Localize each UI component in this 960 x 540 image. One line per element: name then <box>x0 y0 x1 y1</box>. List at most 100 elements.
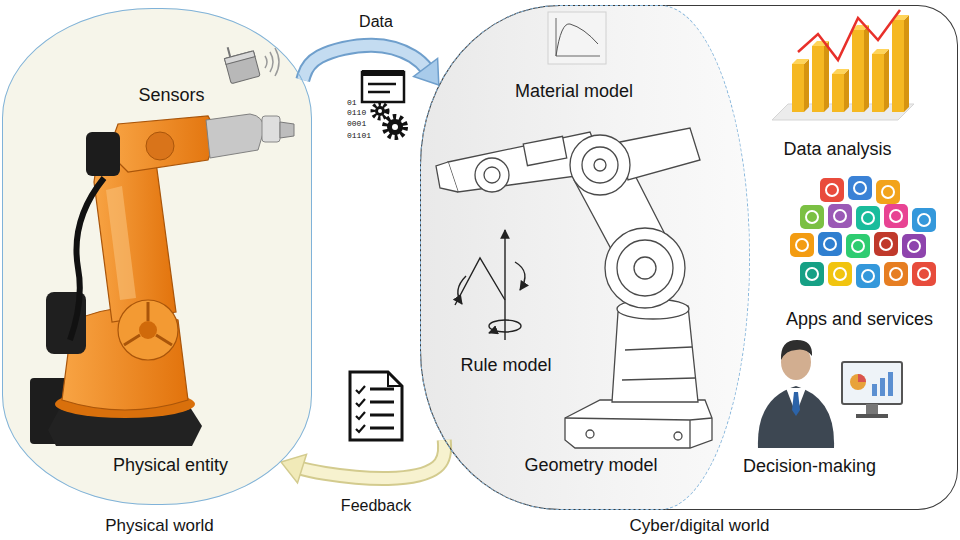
rule-model-symbol-part <box>455 258 505 305</box>
app-icons-part-part <box>826 184 838 196</box>
data-analysis-chart <box>772 10 914 120</box>
app-icons-part-part <box>834 210 846 222</box>
app-icons-part-part <box>918 268 930 280</box>
app-icons-part <box>846 234 870 258</box>
material-model-chart-part <box>548 12 606 64</box>
feedback-checklist-icon <box>350 372 402 440</box>
decision-maker-figure-part <box>888 372 893 396</box>
data-transfer-icon-part <box>392 124 398 130</box>
app-icons-part-part <box>862 270 874 282</box>
industrial-robot-part <box>206 114 264 158</box>
binary-code-text: 0110 <box>347 109 366 117</box>
flow-label: Feedback <box>341 496 411 515</box>
region-heading: Cyber/digital world <box>630 516 770 536</box>
app-icons-part-part <box>918 214 930 226</box>
rule-model-symbol-part <box>489 331 494 333</box>
data-analysis-chart-part <box>884 49 889 112</box>
data-analysis-chart-part <box>832 74 844 112</box>
data-analysis-chart-part <box>798 10 900 60</box>
robot-geometry-model-part <box>565 418 712 448</box>
service-label: Apps and services <box>786 309 933 331</box>
sensor-icon-part <box>222 41 260 84</box>
model-label: Material model <box>515 81 633 103</box>
service-label: Data analysis <box>783 139 891 161</box>
data-analysis-chart-part <box>792 64 804 112</box>
robot-geometry-model-part <box>622 347 695 380</box>
robot-geometry-model-part <box>570 135 630 195</box>
decision-maker-figure-part <box>856 414 888 418</box>
robot-geometry-model-part <box>484 167 500 183</box>
industrial-robot-part <box>139 321 157 339</box>
feedback-checklist-icon-part <box>388 372 402 386</box>
industrial-robot <box>30 114 294 446</box>
app-icons-part <box>874 232 898 256</box>
robot-geometry-model-part <box>634 257 656 279</box>
digital-twin-model-region: Material modelRule modelGeometry model <box>420 5 750 510</box>
app-icons-part <box>828 262 852 286</box>
flow-arrow <box>303 45 439 85</box>
app-icons-part-part <box>908 240 920 252</box>
app-icons-part-part <box>806 268 818 280</box>
data-analysis-chart-part <box>852 30 864 112</box>
app-icons-part <box>848 176 872 200</box>
decision-maker-figure-part <box>792 392 800 416</box>
region-heading: Physical world <box>105 516 214 536</box>
app-icons-part-part <box>852 240 864 252</box>
industrial-robot-part <box>118 300 178 360</box>
robot-geometry-model-part <box>605 228 685 308</box>
data-transfer-icon-part <box>373 104 387 118</box>
model-label: Geometry model <box>524 455 657 477</box>
robot-geometry-model-part <box>436 162 458 192</box>
decision-maker-figure <box>758 340 902 448</box>
data-analysis-chart-part <box>824 41 829 112</box>
material-model-chart-part <box>556 18 600 56</box>
rule-model-symbol-part <box>489 320 521 332</box>
app-icons-part <box>800 205 824 229</box>
app-icons-part <box>800 262 824 286</box>
robot-geometry-model <box>436 128 712 448</box>
app-icons-part-part <box>824 238 836 250</box>
app-icons-part-part <box>890 210 902 222</box>
data-transfer-icon-part <box>362 70 404 76</box>
app-icons-part <box>876 180 900 204</box>
binary-code-text: 01 <box>347 99 357 107</box>
robot-geometry-model-part <box>612 306 698 402</box>
arrow-ribbon-edge <box>303 45 429 80</box>
data-analysis-chart-part <box>812 46 824 112</box>
feedback-checklist-icon-part <box>350 372 402 440</box>
sensor-icon-part-part <box>228 47 231 57</box>
rule-model-symbol-part <box>515 262 525 290</box>
robot-geometry-model-part <box>582 147 618 183</box>
flow-label: Data <box>359 12 393 31</box>
app-icons-part-part <box>834 268 846 280</box>
component-label: Physical entity <box>113 455 228 477</box>
material-model-chart-part <box>556 24 598 56</box>
app-icons-part <box>856 206 880 230</box>
industrial-robot-part <box>70 178 104 340</box>
app-icons-part-part <box>880 238 892 250</box>
decision-maker-figure-part <box>758 386 834 448</box>
data-analysis-chart-part <box>892 20 904 112</box>
feedback-checklist-icon-part <box>370 389 394 428</box>
data-analysis-chart-part <box>872 54 884 112</box>
app-icons-part <box>828 204 852 228</box>
rule-model-symbol <box>455 230 525 340</box>
sensor-icon-part-part <box>270 52 273 72</box>
arrow-ribbon-edge <box>296 440 444 479</box>
data-transfer-icon-part <box>387 119 403 135</box>
data-transfer-icon-part <box>368 84 396 92</box>
decision-maker-figure-part <box>880 378 885 396</box>
robot-geometry-model-part <box>475 158 509 192</box>
sensor-icon <box>222 41 279 84</box>
industrial-robot-part <box>280 122 294 138</box>
cyber-world-region: Material modelRule modelGeometry model Da… <box>420 5 958 510</box>
data-analysis-chart-part <box>844 69 849 112</box>
robot-geometry-model-part <box>594 159 606 171</box>
app-icons-part <box>818 232 842 256</box>
decision-maker-figure-part <box>781 340 812 360</box>
arrow-head <box>281 454 307 483</box>
robot-geometry-model-part <box>674 432 682 440</box>
data-analysis-chart-part <box>832 69 849 74</box>
sensor-icon-part-part <box>275 48 279 76</box>
